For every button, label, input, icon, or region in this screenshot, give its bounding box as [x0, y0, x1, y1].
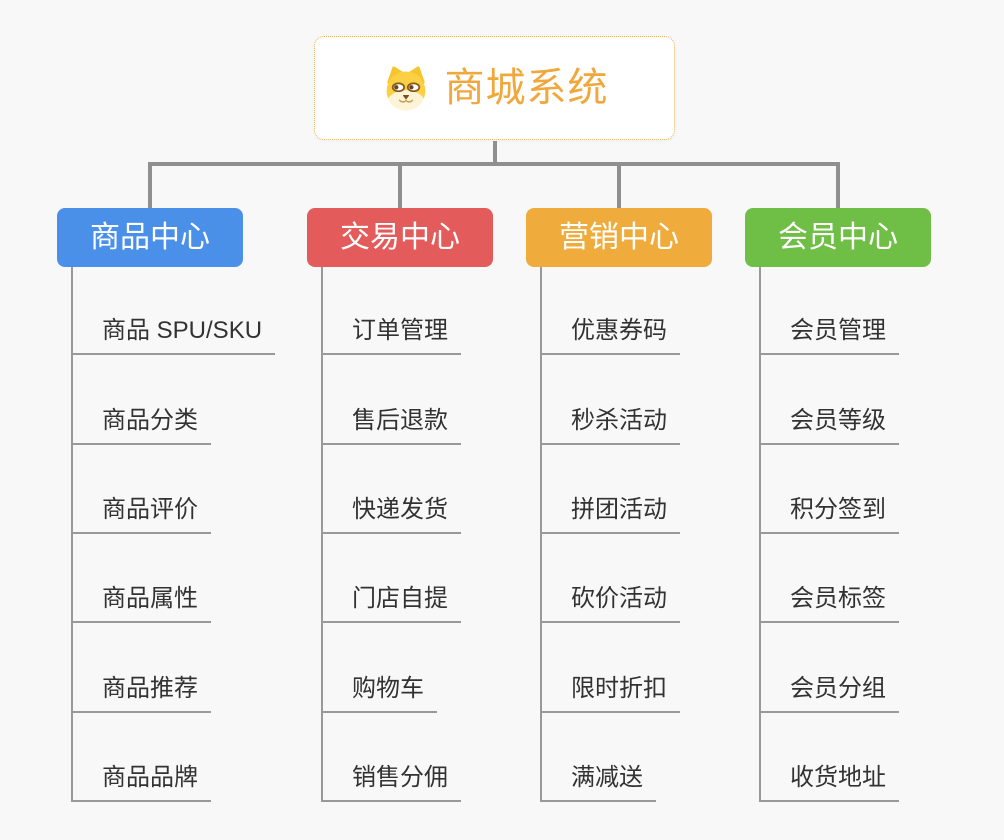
branch-topic-label: 会员中心 [778, 220, 898, 254]
branch-topic-label: 商品中心 [90, 220, 210, 254]
branch-member-center: 会员中心 会员管理 会员等级 积分签到 会员标签 会员分组 收货地址 [745, 208, 975, 840]
child-topic[interactable]: 售后退款 [321, 405, 461, 445]
child-topic[interactable]: 门店自提 [321, 583, 461, 623]
branch-topic[interactable]: 会员中心 [745, 208, 931, 267]
branch-topic[interactable]: 营销中心 [526, 208, 712, 267]
root-topic[interactable]: 商城系统 [314, 36, 675, 140]
child-topic[interactable]: 商品 SPU/SKU [71, 315, 276, 355]
drop-line [617, 164, 621, 208]
drop-line [398, 164, 402, 208]
child-topic[interactable]: 满减送 [540, 762, 656, 802]
child-topic[interactable]: 秒杀活动 [540, 405, 680, 445]
child-topic[interactable]: 会员管理 [759, 315, 899, 355]
child-topic[interactable]: 销售分佣 [321, 762, 461, 802]
branch-topic-label: 营销中心 [559, 220, 679, 254]
child-topic[interactable]: 收货地址 [759, 762, 899, 802]
child-topic[interactable]: 购物车 [321, 673, 437, 713]
child-topic[interactable]: 砍价活动 [540, 583, 680, 623]
child-topic[interactable]: 快递发货 [321, 494, 461, 534]
child-topic[interactable]: 商品评价 [71, 494, 211, 534]
child-topic[interactable]: 拼团活动 [540, 494, 680, 534]
child-topic[interactable]: 优惠券码 [540, 315, 680, 355]
child-topic[interactable]: 会员标签 [759, 583, 899, 623]
root-topic-label: 商城系统 [444, 66, 609, 110]
child-topic[interactable]: 商品品牌 [71, 762, 211, 802]
branch-topic-label: 交易中心 [340, 220, 460, 254]
drop-line [836, 164, 840, 208]
child-topic[interactable]: 商品属性 [71, 583, 211, 623]
child-topic[interactable]: 积分签到 [759, 494, 899, 534]
child-topic[interactable]: 商品推荐 [71, 673, 211, 713]
branch-topic[interactable]: 商品中心 [57, 208, 243, 267]
child-topic[interactable]: 商品分类 [71, 405, 211, 445]
branch-topic[interactable]: 交易中心 [307, 208, 493, 267]
branch-marketing-center: 营销中心 优惠券码 秒杀活动 拼团活动 砍价活动 限时折扣 满减送 [526, 208, 756, 840]
child-topic[interactable]: 限时折扣 [540, 673, 680, 713]
branch-trade-center: 交易中心 订单管理 售后退款 快递发货 门店自提 购物车 销售分佣 [307, 208, 537, 840]
child-topic[interactable]: 会员分组 [759, 673, 899, 713]
branch-product-center: 商品中心 商品 SPU/SKU 商品分类 商品评价 商品属性 商品推荐 商品品牌 [57, 208, 287, 840]
dog-face-icon [386, 66, 425, 111]
branch-rail-line [148, 162, 840, 166]
root-stem-line [493, 141, 497, 163]
child-topic[interactable]: 会员等级 [759, 405, 899, 445]
drop-line [148, 164, 152, 208]
child-topic[interactable]: 订单管理 [321, 315, 461, 355]
